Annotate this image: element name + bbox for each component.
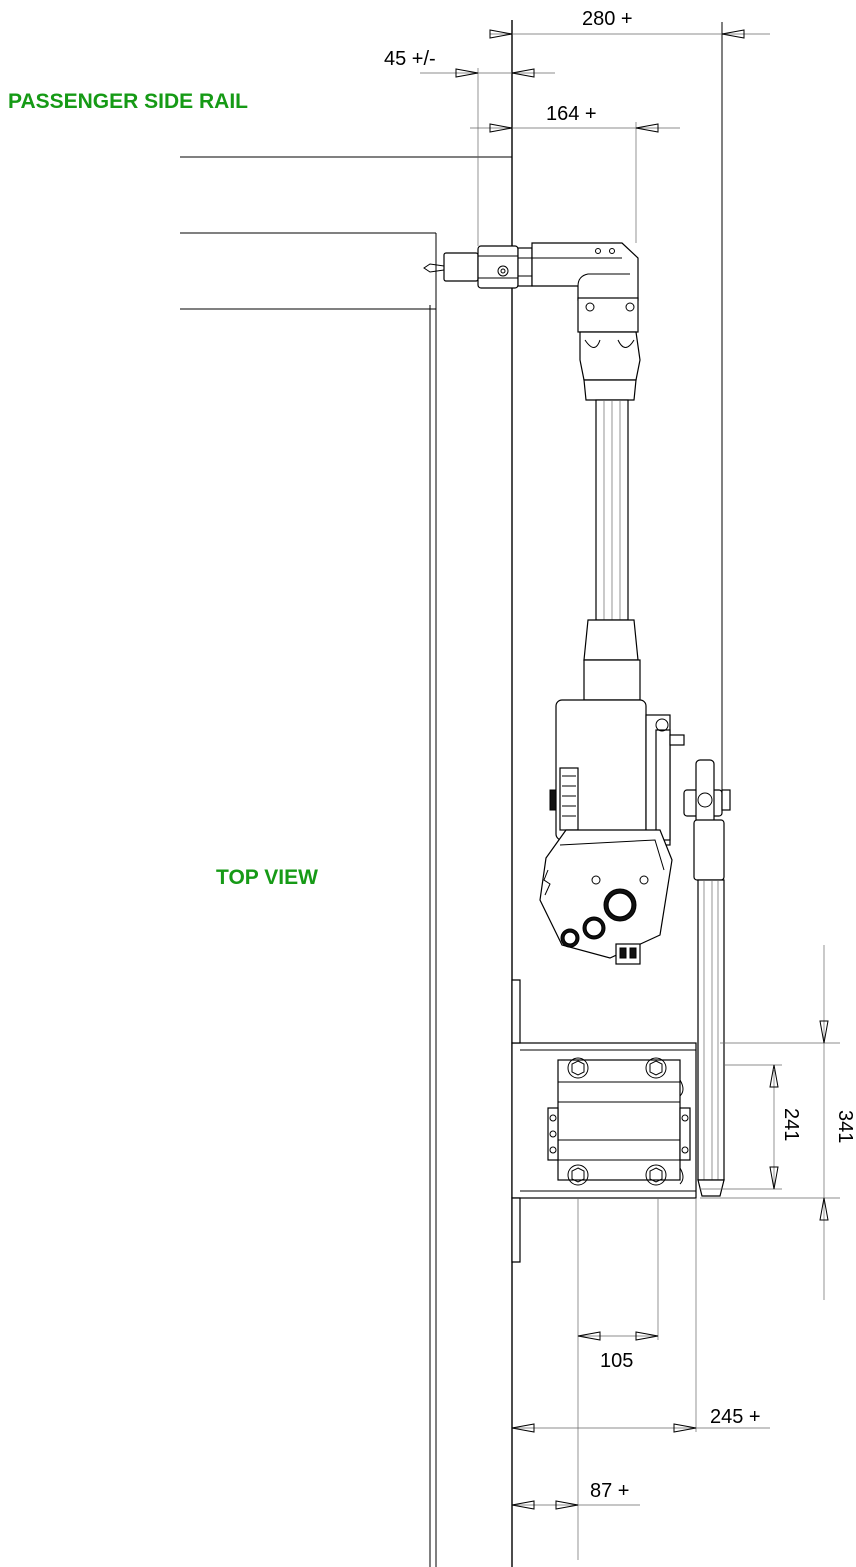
bolt [567, 1057, 589, 1079]
elbow-arm [531, 242, 641, 381]
rail-clamp [423, 245, 533, 289]
dimension-87-label: 87 + [590, 1480, 630, 1502]
dimension-45 [420, 68, 555, 246]
dimension-105 [577, 1198, 659, 1560]
dimension-341-label: 341 [834, 1110, 856, 1144]
passenger-side-rail [180, 156, 512, 1567]
drive-unit [539, 699, 685, 965]
passenger-side-rail-label: PASSENGER SIDE RAIL [8, 90, 248, 113]
dimension-280-label: 280 + [582, 8, 633, 30]
top-view-label: TOP VIEW [216, 866, 318, 889]
dimension-105-label: 105 [600, 1350, 634, 1372]
dimension-341 [700, 945, 840, 1300]
bolt [567, 1164, 589, 1186]
base-plate [511, 979, 697, 1263]
dimension-245 [511, 1198, 770, 1433]
pulley-belt [683, 759, 731, 1197]
dimension-87 [511, 1500, 640, 1510]
dimension-245-label: 245 + [710, 1406, 761, 1428]
bolt [645, 1057, 667, 1079]
dimension-164-label: 164 + [546, 103, 597, 125]
dimension-241-label: 241 [780, 1108, 802, 1142]
telescopic-tube [583, 379, 641, 701]
dimension-45-label: 45 +/- [384, 48, 436, 70]
bolt [645, 1164, 667, 1186]
dimension-241 [700, 1064, 782, 1190]
dimension-280 [489, 29, 770, 39]
dimension-164 [470, 122, 680, 243]
